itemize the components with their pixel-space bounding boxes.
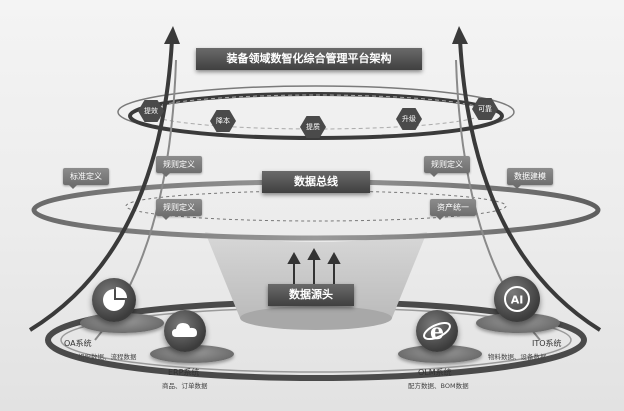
erp-system-label: ERP系统 [168,368,200,377]
oa-system-data: 组织数据、流程数据 [78,353,137,361]
ito-system-data: 物料数据、设备数据 [488,353,547,361]
data-bus-ring-dashed [125,190,507,222]
ai-icon: AI [504,286,530,312]
value-node-quality: 提质 [300,116,326,138]
ito-system-label: ITO系统 [532,339,562,348]
ito-node: AI [494,276,540,322]
olm-pad [398,345,482,363]
tag-data-modeling: 数据建模 [507,168,553,189]
oa-system-label: OA系统 [64,339,92,348]
tag-rule-definition-lower-left: 规则定义 [156,199,202,220]
tag-rule-definition-upper-left: 规则定义 [156,156,202,177]
oa-node [92,278,136,322]
platform-title: 装备领域数智化综合管理平台架构 [196,48,422,70]
upload-arrows [287,247,341,288]
value-ring [128,92,504,140]
left-growth-arrow [28,39,174,332]
right-arrow-head [452,26,468,44]
svg-text:AI: AI [511,294,524,307]
data-source-funnel [205,232,427,327]
data-source-label: 数据源头 [268,284,354,306]
olm-node: e [416,310,458,352]
erp-pad [150,345,234,363]
olm-system-data: 配方数据、BOM数据 [408,382,469,390]
funnel-base [240,306,392,330]
tag-asset-unification: 资产统一 [430,199,476,220]
erp-node [164,310,206,352]
erp-system-data: 商品、订单数据 [162,382,208,390]
left-arrow-head [164,26,180,44]
value-node-upgrade: 升级 [396,108,422,130]
value-node-efficiency: 提效 [138,100,164,122]
right-growth-arrow [458,39,602,332]
pie-chart-icon [103,287,127,311]
data-bus-label: 数据总线 [262,171,370,193]
value-node-reliable: 可靠 [472,98,498,120]
olm-system-label: OLM系统 [418,368,452,377]
ito-pad [476,313,560,333]
value-node-cost: 降本 [210,110,236,132]
tag-standard-definition: 标准定义 [63,168,109,189]
ie-browser-icon: e [423,319,451,345]
cloud-icon [172,323,197,337]
tag-rule-definition-right: 规则定义 [424,156,470,177]
